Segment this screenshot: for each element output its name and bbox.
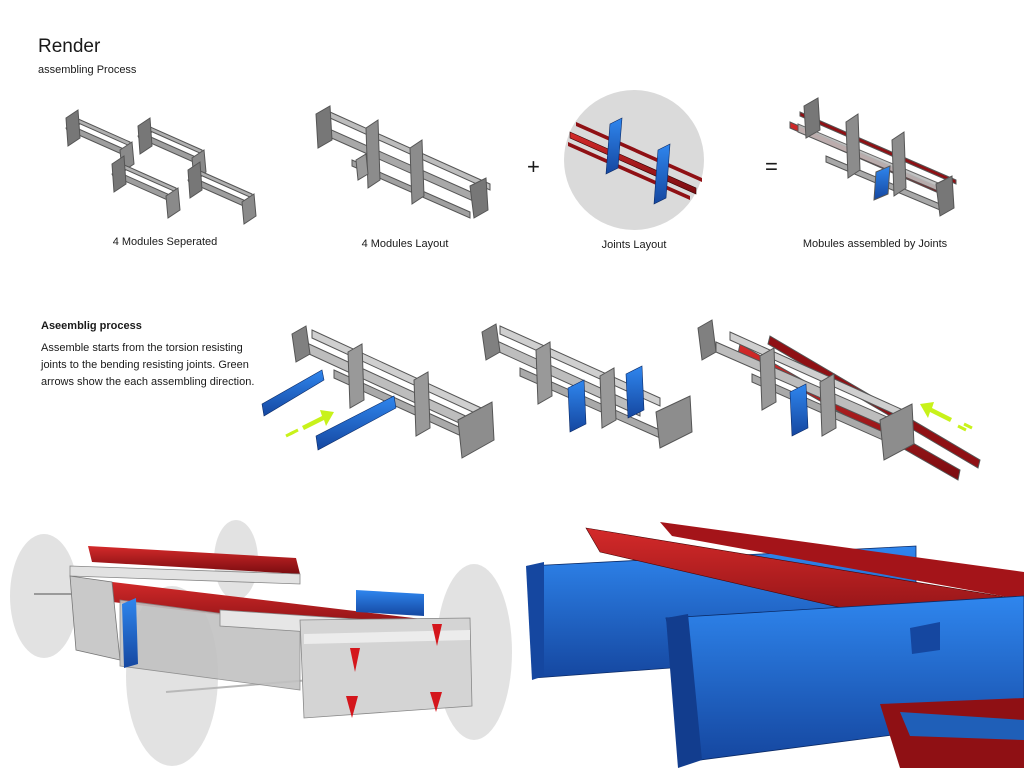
modules-separated-illustration — [65, 109, 257, 225]
module-d — [187, 161, 257, 225]
joint-detail-left-illustration — [10, 520, 512, 766]
page-subtitle: assembling Process — [38, 64, 137, 76]
green-arrow-icon-2 — [920, 402, 973, 432]
step-label-assembled: Mobules assembled by Joints — [802, 238, 948, 250]
plus-operator: + — [527, 154, 540, 179]
step-label-joints: Joints Layout — [601, 239, 667, 251]
process-description: Assemble starts from the torsion resisti… — [41, 342, 255, 388]
joint-detail-right-illustration — [526, 522, 1024, 768]
process-heading: Aseemblig process — [41, 320, 142, 332]
assembly-step-2-illustration — [481, 323, 693, 449]
module-c — [111, 155, 181, 219]
modules-layout-illustration — [315, 105, 491, 219]
equals-operator: = — [765, 154, 778, 179]
page-title: Render — [38, 36, 101, 57]
step-label-separated: 4 Modules Seperated — [112, 236, 218, 248]
module-a — [65, 109, 135, 173]
green-arrow-icon-1 — [285, 410, 334, 438]
assembled-illustration — [789, 97, 957, 217]
assembly-step-3-illustration — [697, 319, 981, 481]
step-label-layout: 4 Modules Layout — [361, 238, 449, 250]
assembly-step-1-illustration — [261, 325, 495, 459]
joints-layout-illustration — [564, 90, 704, 230]
